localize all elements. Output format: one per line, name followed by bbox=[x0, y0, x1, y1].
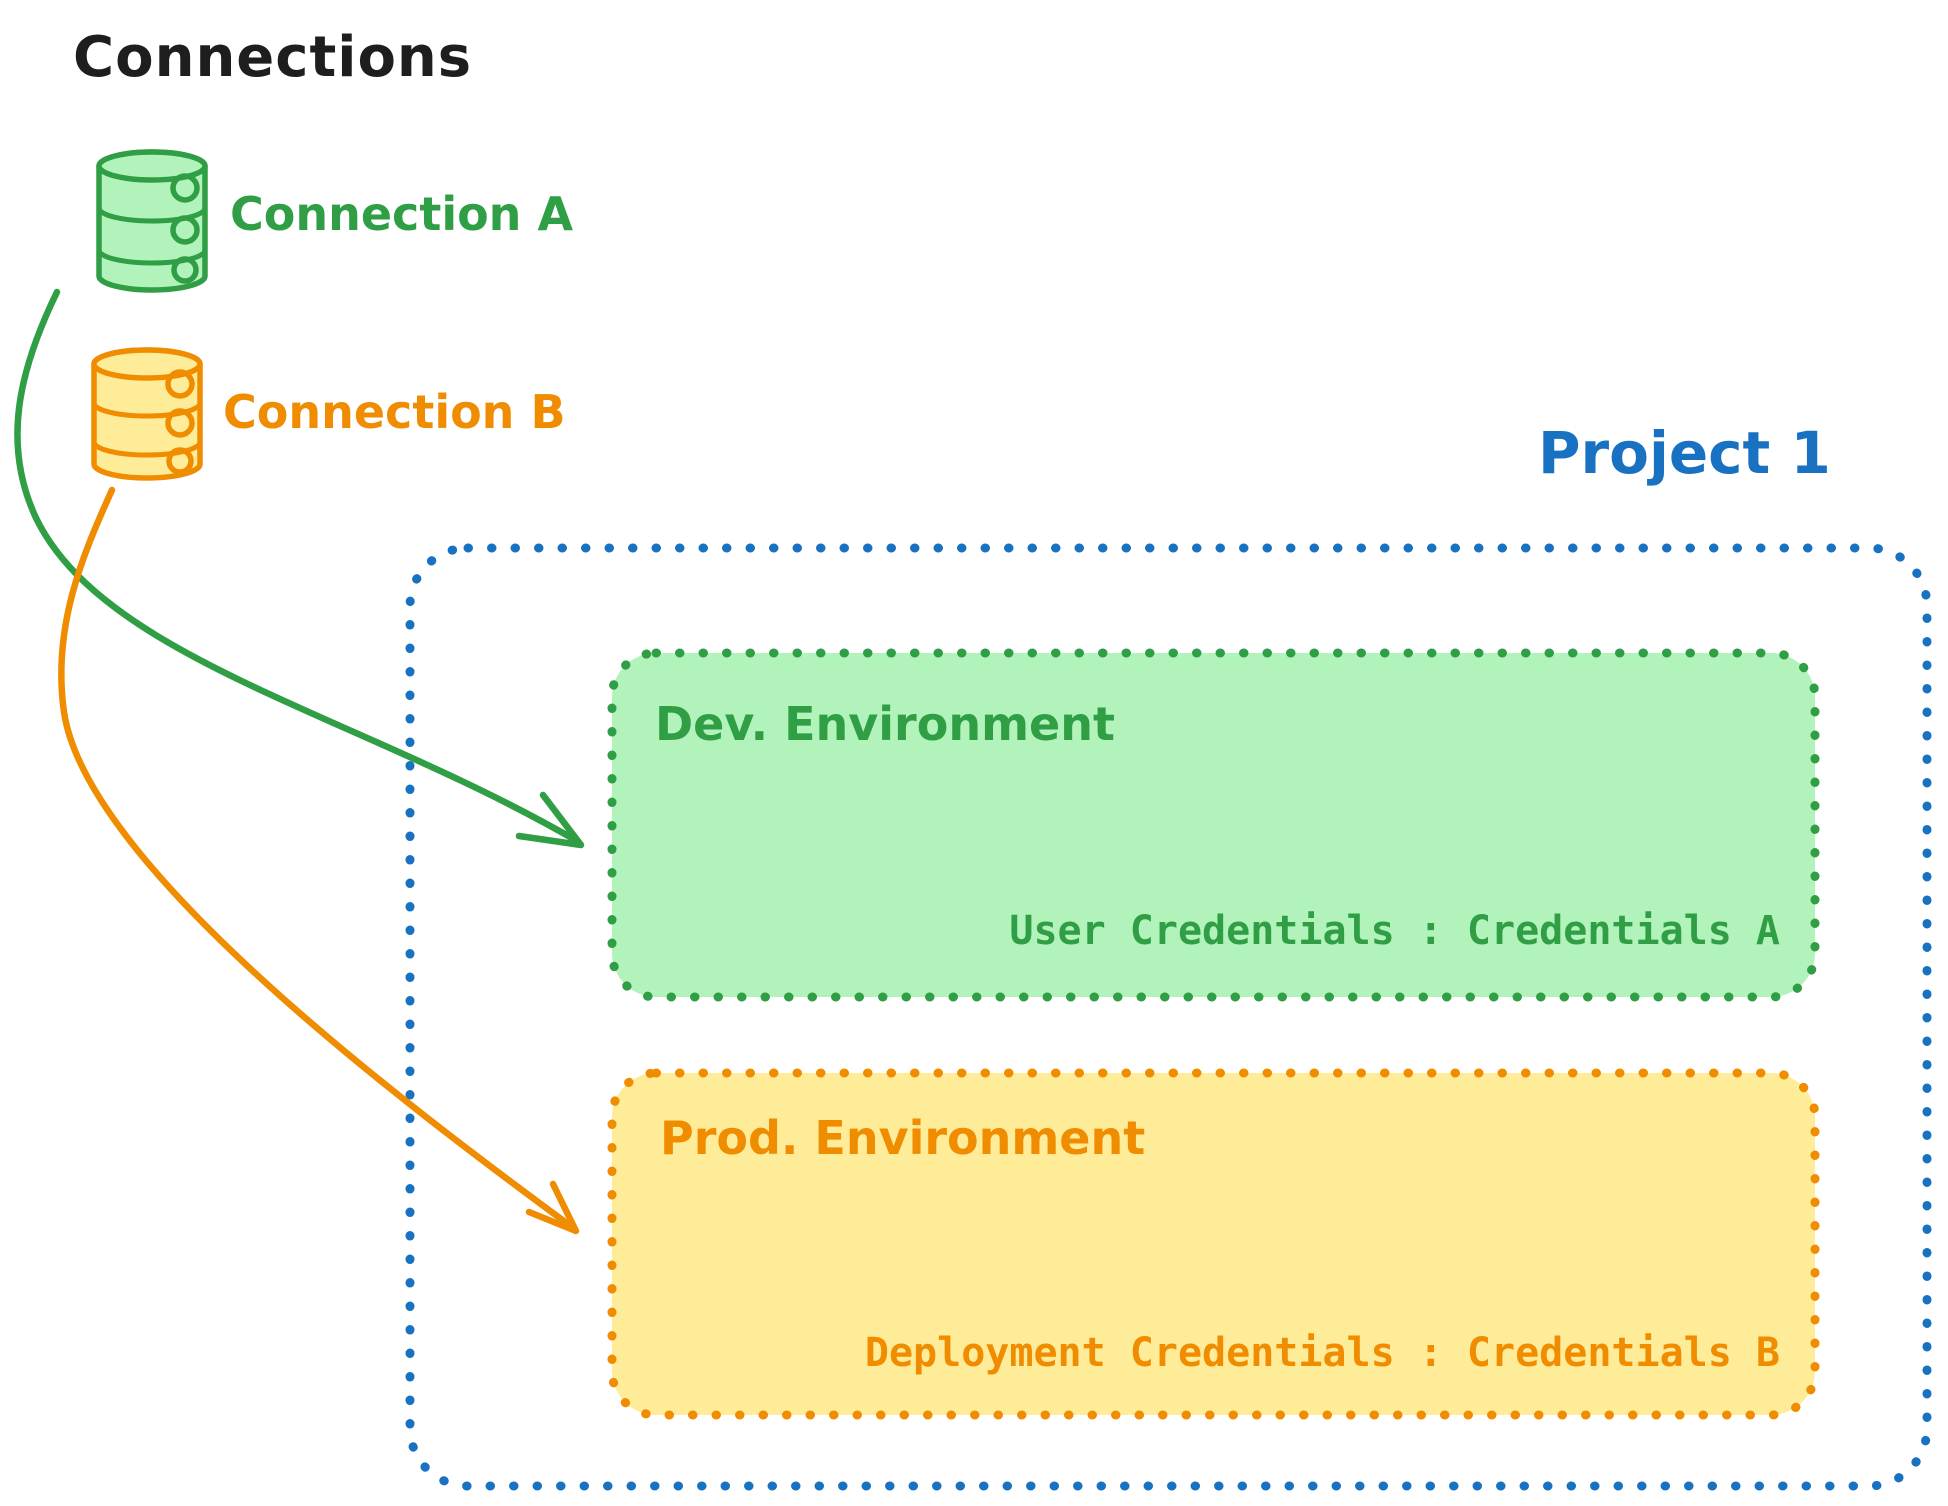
connection-a-database-icon bbox=[96, 149, 208, 293]
connection-b-label: Connection B bbox=[223, 385, 566, 439]
project-title: Project 1 bbox=[1538, 419, 1831, 487]
dev-environment-box bbox=[607, 648, 1820, 1002]
connection-b-database-icon bbox=[91, 347, 203, 481]
prod-environment-box bbox=[607, 1068, 1820, 1420]
connection-a-label: Connection A bbox=[230, 187, 574, 241]
prod-environment-title: Prod. Environment bbox=[660, 1111, 1146, 1165]
connection-b-arrow bbox=[58, 486, 580, 1235]
prod-environment-credentials: Deployment Credentials : Credentials B bbox=[864, 1330, 1780, 1376]
project-box bbox=[405, 543, 1932, 1491]
dev-environment-title: Dev. Environment bbox=[655, 697, 1115, 751]
page-title: Connections bbox=[73, 25, 473, 90]
dev-environment-credentials: User Credentials : Credentials A bbox=[1009, 908, 1780, 954]
